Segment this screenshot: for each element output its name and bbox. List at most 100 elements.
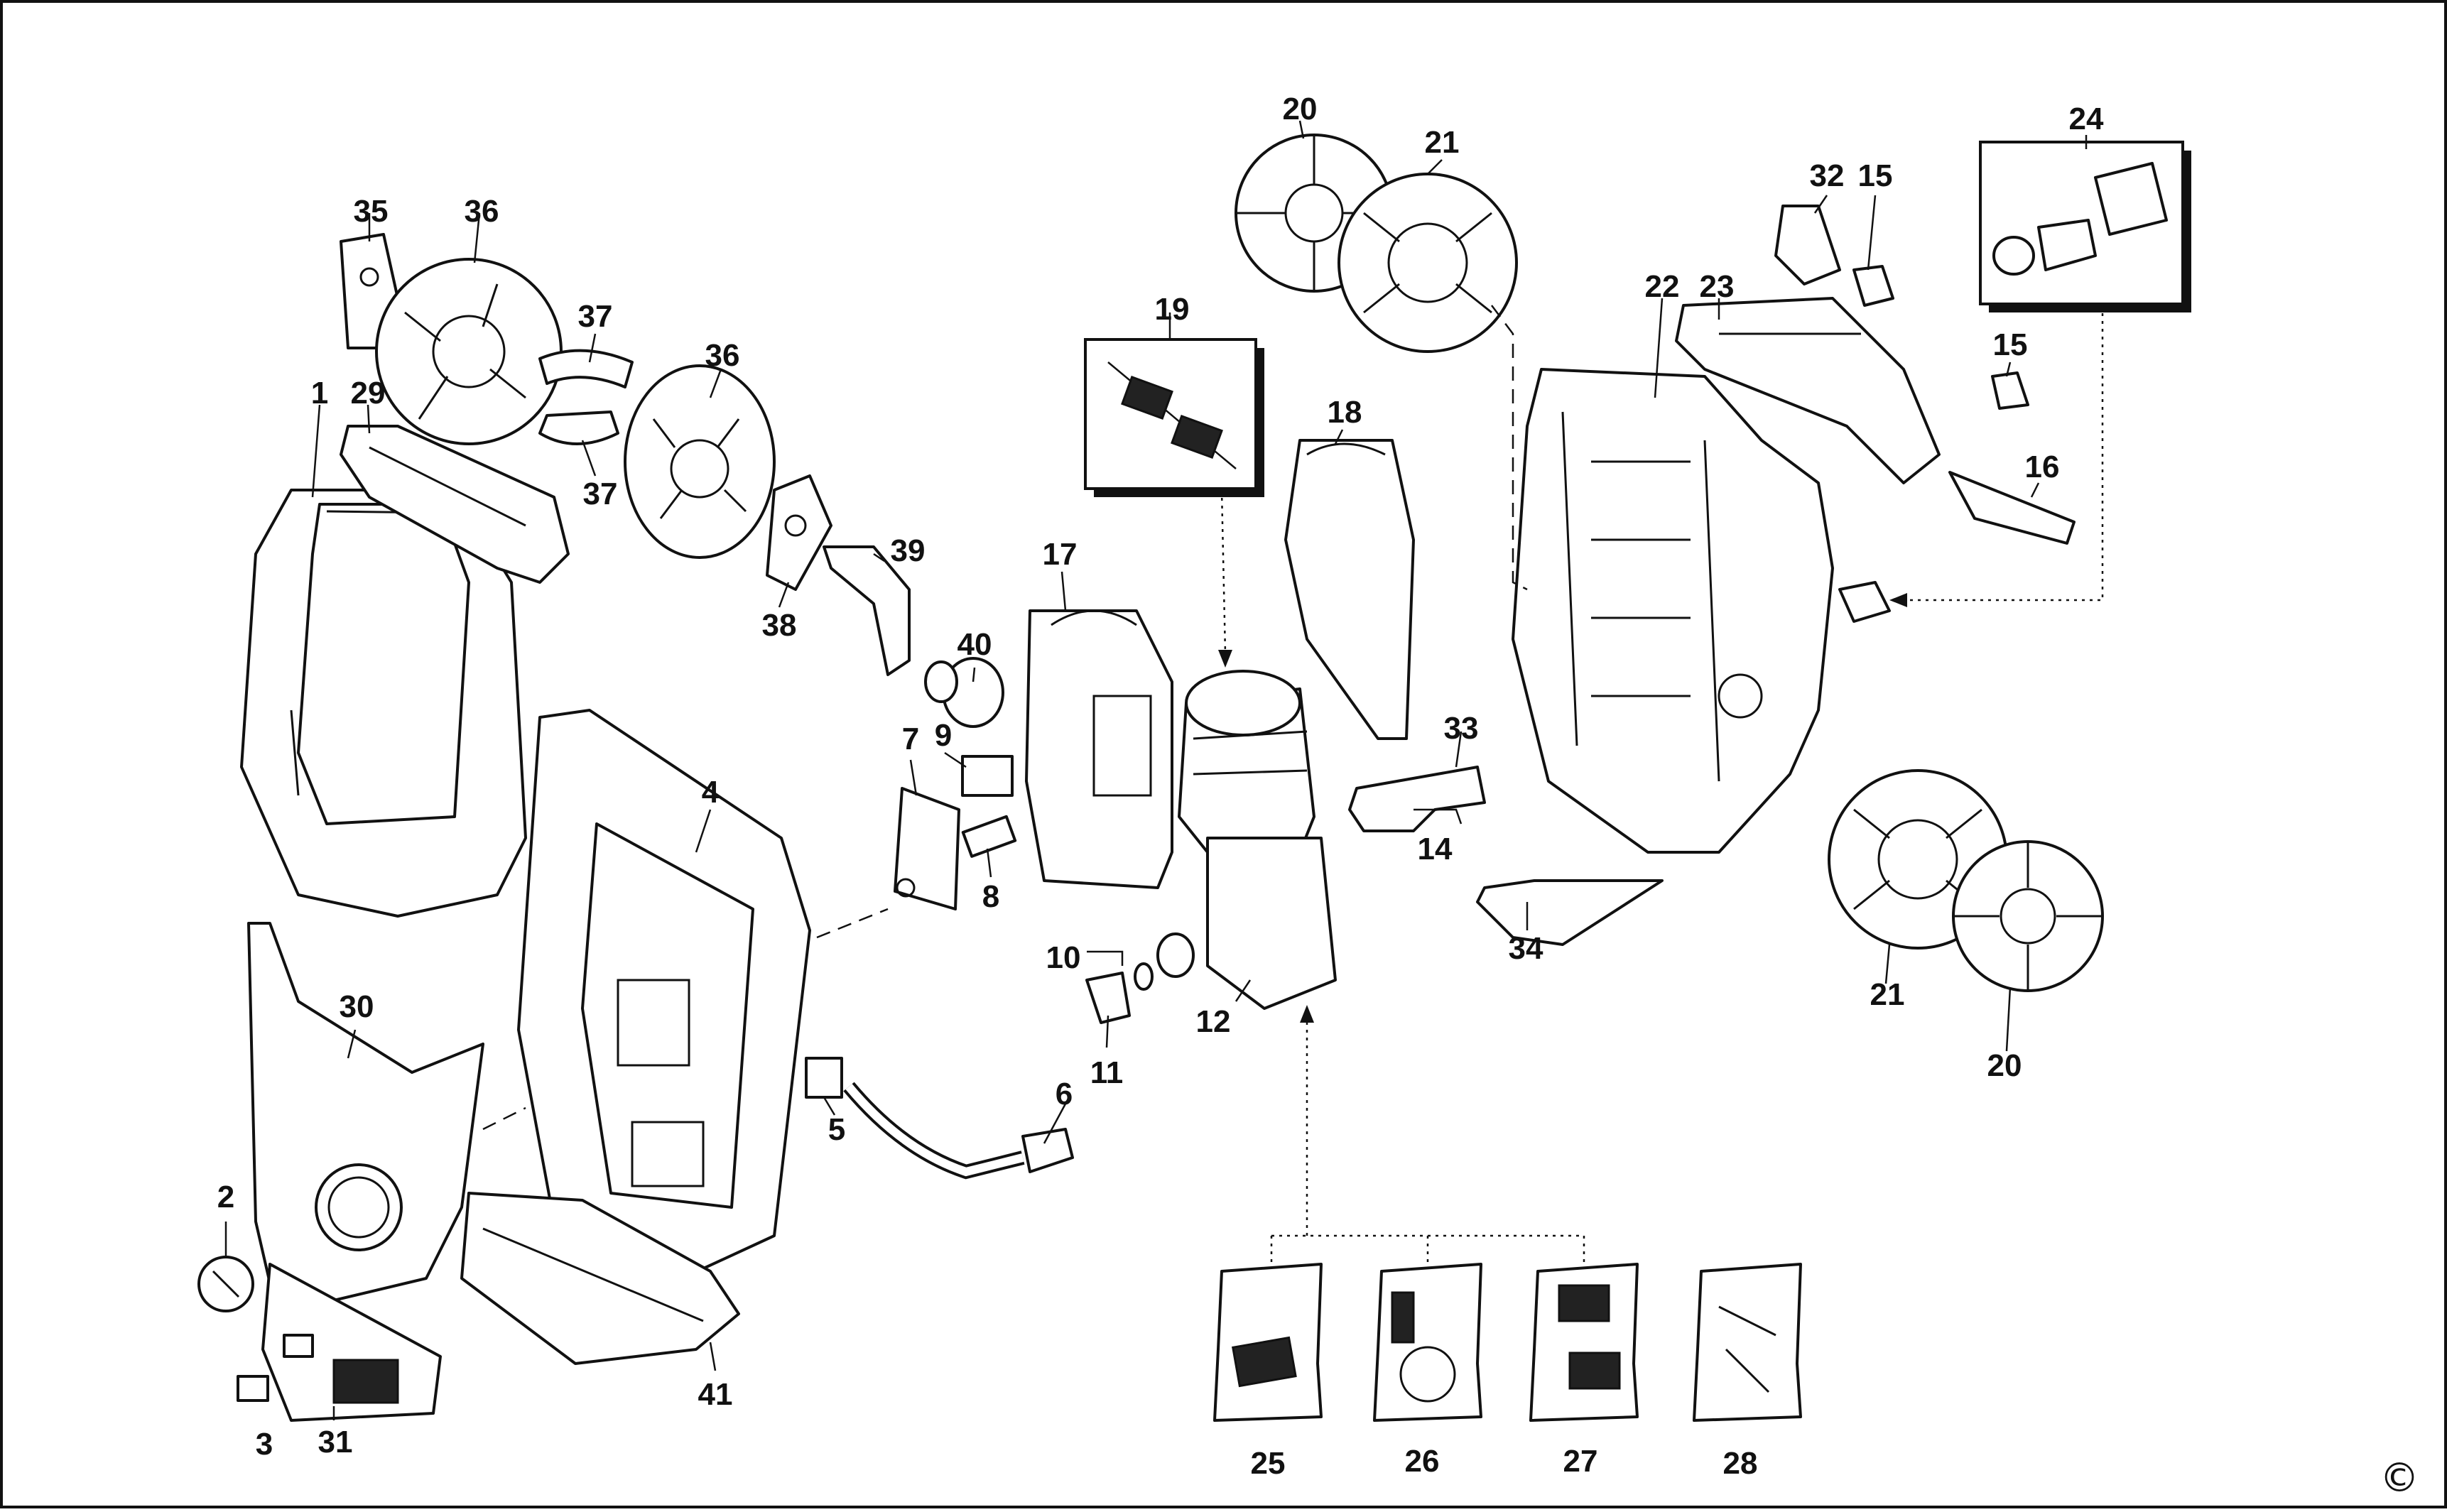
- callout-25: 25: [1251, 1446, 1286, 1481]
- part-4-chassis-panel: [517, 709, 811, 1280]
- callout-30: 30: [340, 989, 374, 1024]
- part-25-kit-bag: [1213, 1263, 1323, 1422]
- arrow-19: [1218, 650, 1232, 668]
- callout-39: 39: [891, 533, 926, 568]
- part-29-handle: [340, 425, 570, 584]
- part-5-socket: [805, 1057, 843, 1099]
- callout-37-lower: 37: [583, 477, 618, 511]
- callout-22: 22: [1645, 269, 1680, 304]
- part-19-brush-kit: [1084, 338, 1264, 497]
- assembly-line-1: [816, 908, 889, 939]
- callout-15-top: 15: [1858, 158, 1893, 193]
- outlet-fitting: [1838, 581, 1891, 623]
- kit-arrow: [1300, 1005, 1314, 1023]
- callout-40: 40: [957, 627, 992, 662]
- part-36-reel-disc-top: [375, 258, 563, 445]
- callout-3: 3: [256, 1427, 273, 1462]
- callout-16: 16: [2025, 450, 2060, 484]
- part-34-gasket: [1476, 879, 1664, 946]
- callout-28: 28: [1723, 1446, 1758, 1481]
- assembly-line-2: [482, 1106, 526, 1131]
- callout-21-bottom: 21: [1870, 977, 1905, 1012]
- callout-15-mid: 15: [1993, 327, 2028, 362]
- callout-1: 1: [311, 376, 328, 410]
- part-9-switch: [961, 755, 1014, 797]
- part-26-kit-bag: [1373, 1263, 1482, 1422]
- part-15-connector-top: [1852, 265, 1894, 307]
- callout-26: 26: [1405, 1444, 1440, 1479]
- part-30-lower-cover: [247, 922, 484, 1315]
- part-16-strip: [1948, 471, 2076, 545]
- callout-6: 6: [1056, 1077, 1073, 1111]
- callout-36-middle: 36: [705, 338, 740, 373]
- part-41-foot-base: [460, 1192, 740, 1365]
- callout-8: 8: [982, 879, 999, 914]
- part-17-housing: [1025, 609, 1173, 889]
- part-23-top-handle: [1675, 297, 1941, 484]
- callout-29: 29: [351, 376, 386, 410]
- part-21-wheel-top: [1338, 173, 1518, 353]
- callout-33: 33: [1444, 711, 1479, 746]
- part-37-shell-lower: [538, 410, 619, 445]
- part-28-kit-bag: [1693, 1263, 1802, 1422]
- part-3-clip: [237, 1375, 269, 1402]
- part-37-shell-upper: [538, 349, 634, 388]
- part-40-knob: [924, 657, 1004, 728]
- callout-34: 34: [1509, 931, 1543, 966]
- part-11-valve: [1085, 932, 1195, 1024]
- callout-12: 12: [1196, 1004, 1231, 1039]
- callout-18: 18: [1328, 395, 1362, 430]
- callout-9: 9: [935, 718, 952, 753]
- callout-11: 11: [1090, 1055, 1124, 1090]
- part-24-hose-connector-kit: [1979, 141, 2191, 312]
- callout-20-top: 20: [1283, 92, 1318, 126]
- callout-20-bottom: 20: [1987, 1048, 2022, 1083]
- part-14-gasket: [1348, 766, 1486, 832]
- part-7-control-board: [894, 787, 960, 910]
- part-10-seal: [1087, 950, 1124, 966]
- callout-17: 17: [1043, 537, 1078, 572]
- part-20-wheel-bottom: [1952, 840, 2104, 992]
- callout-labels: 1 2 3 4 5 6 7 8 9 10 11 12 14 15 15 16 1…: [217, 92, 2104, 1481]
- callout-7: 7: [902, 722, 919, 756]
- callout-23: 23: [1700, 269, 1735, 304]
- callout-5: 5: [828, 1112, 845, 1147]
- kit-leaders: [1270, 1016, 1585, 1264]
- part-1-front-cover: [240, 489, 527, 918]
- callout-31: 31: [318, 1425, 353, 1459]
- callout-14: 14: [1418, 832, 1453, 866]
- callout-10: 10: [1046, 940, 1081, 975]
- callout-37-upper: 37: [578, 299, 613, 334]
- callout-27: 27: [1563, 1444, 1598, 1479]
- callout-36-top: 36: [465, 194, 499, 229]
- assembly-line-3: [1491, 305, 1528, 591]
- callout-32: 32: [1810, 158, 1845, 193]
- callout-leaders: [224, 120, 2088, 1420]
- part-36-reel-disc-middle: [624, 364, 776, 559]
- part-39-crank-handle: [823, 545, 911, 676]
- callout-35: 35: [354, 194, 389, 229]
- part-38-bracket: [766, 474, 832, 591]
- part-32-cap: [1774, 205, 1841, 285]
- part-31-base-panel: [261, 1263, 442, 1422]
- callout-19: 19: [1155, 292, 1190, 327]
- leader-19: [1220, 489, 1227, 654]
- part-15-connector-mid: [1991, 371, 2029, 410]
- part-27-kit-bag: [1529, 1263, 1639, 1422]
- part-22-main-frame: [1512, 368, 1834, 854]
- part-6-power-cable: [843, 1082, 1074, 1180]
- callout-4: 4: [702, 775, 720, 810]
- part-18-cover: [1284, 439, 1415, 740]
- callout-21-top: 21: [1425, 125, 1460, 160]
- callout-41: 41: [698, 1377, 733, 1412]
- callout-2: 2: [217, 1180, 234, 1214]
- callout-38: 38: [762, 608, 797, 643]
- callout-24: 24: [2069, 102, 2104, 136]
- part-8-connector: [961, 815, 1017, 858]
- part-12-motor-pump: [1178, 670, 1337, 1010]
- copyright-symbol: ©: [2380, 1455, 2419, 1501]
- arrow-24: [1889, 593, 1907, 607]
- part-2-knob: [197, 1256, 254, 1312]
